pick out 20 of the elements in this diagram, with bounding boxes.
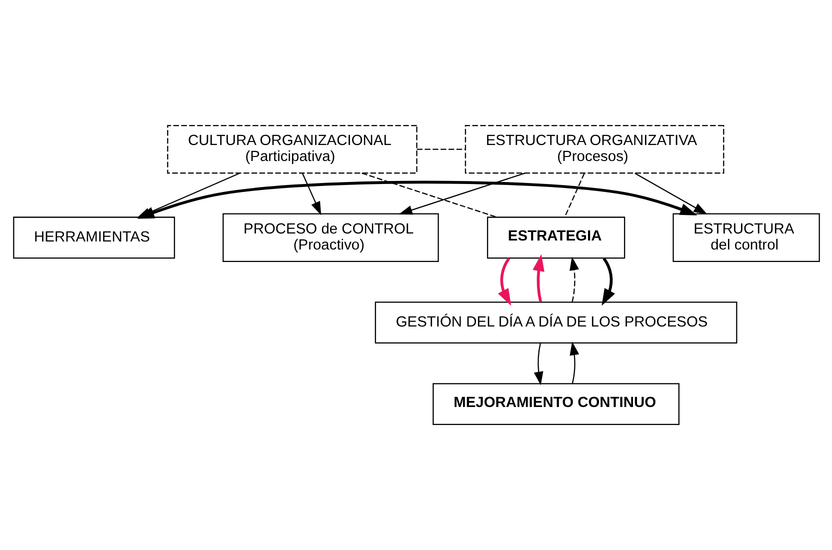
- arrow: [302, 173, 321, 216]
- node-box: MEJORAMIENTO CONTINUO: [432, 383, 679, 426]
- arrow: [569, 256, 578, 302]
- arrow: [497, 258, 511, 306]
- connector: [564, 173, 584, 218]
- node-box: PROCESO de CONTROL (Proactivo): [222, 213, 438, 262]
- node-box: HERRAMIENTAS: [12, 216, 175, 259]
- node-box: CULTURA ORGANIZACIONAL (Participativa): [166, 124, 417, 174]
- connector: [416, 148, 465, 150]
- arrow: [634, 172, 707, 214]
- arrow: [569, 342, 579, 384]
- node-box: ESTRATEGIA: [486, 216, 625, 259]
- arrow: [398, 172, 525, 215]
- arrow: [532, 254, 544, 302]
- arrow: [601, 258, 615, 306]
- node-box: GESTIÓN DEL DÍA A DÍA DE LOS PROCESOS: [374, 302, 737, 344]
- arrow: [533, 343, 543, 386]
- node-box: ESTRUCTURA ORGANIZATIVA (Procesos): [464, 124, 724, 174]
- node-box: ESTRUCTURA del control: [672, 213, 820, 262]
- connector: [361, 172, 496, 218]
